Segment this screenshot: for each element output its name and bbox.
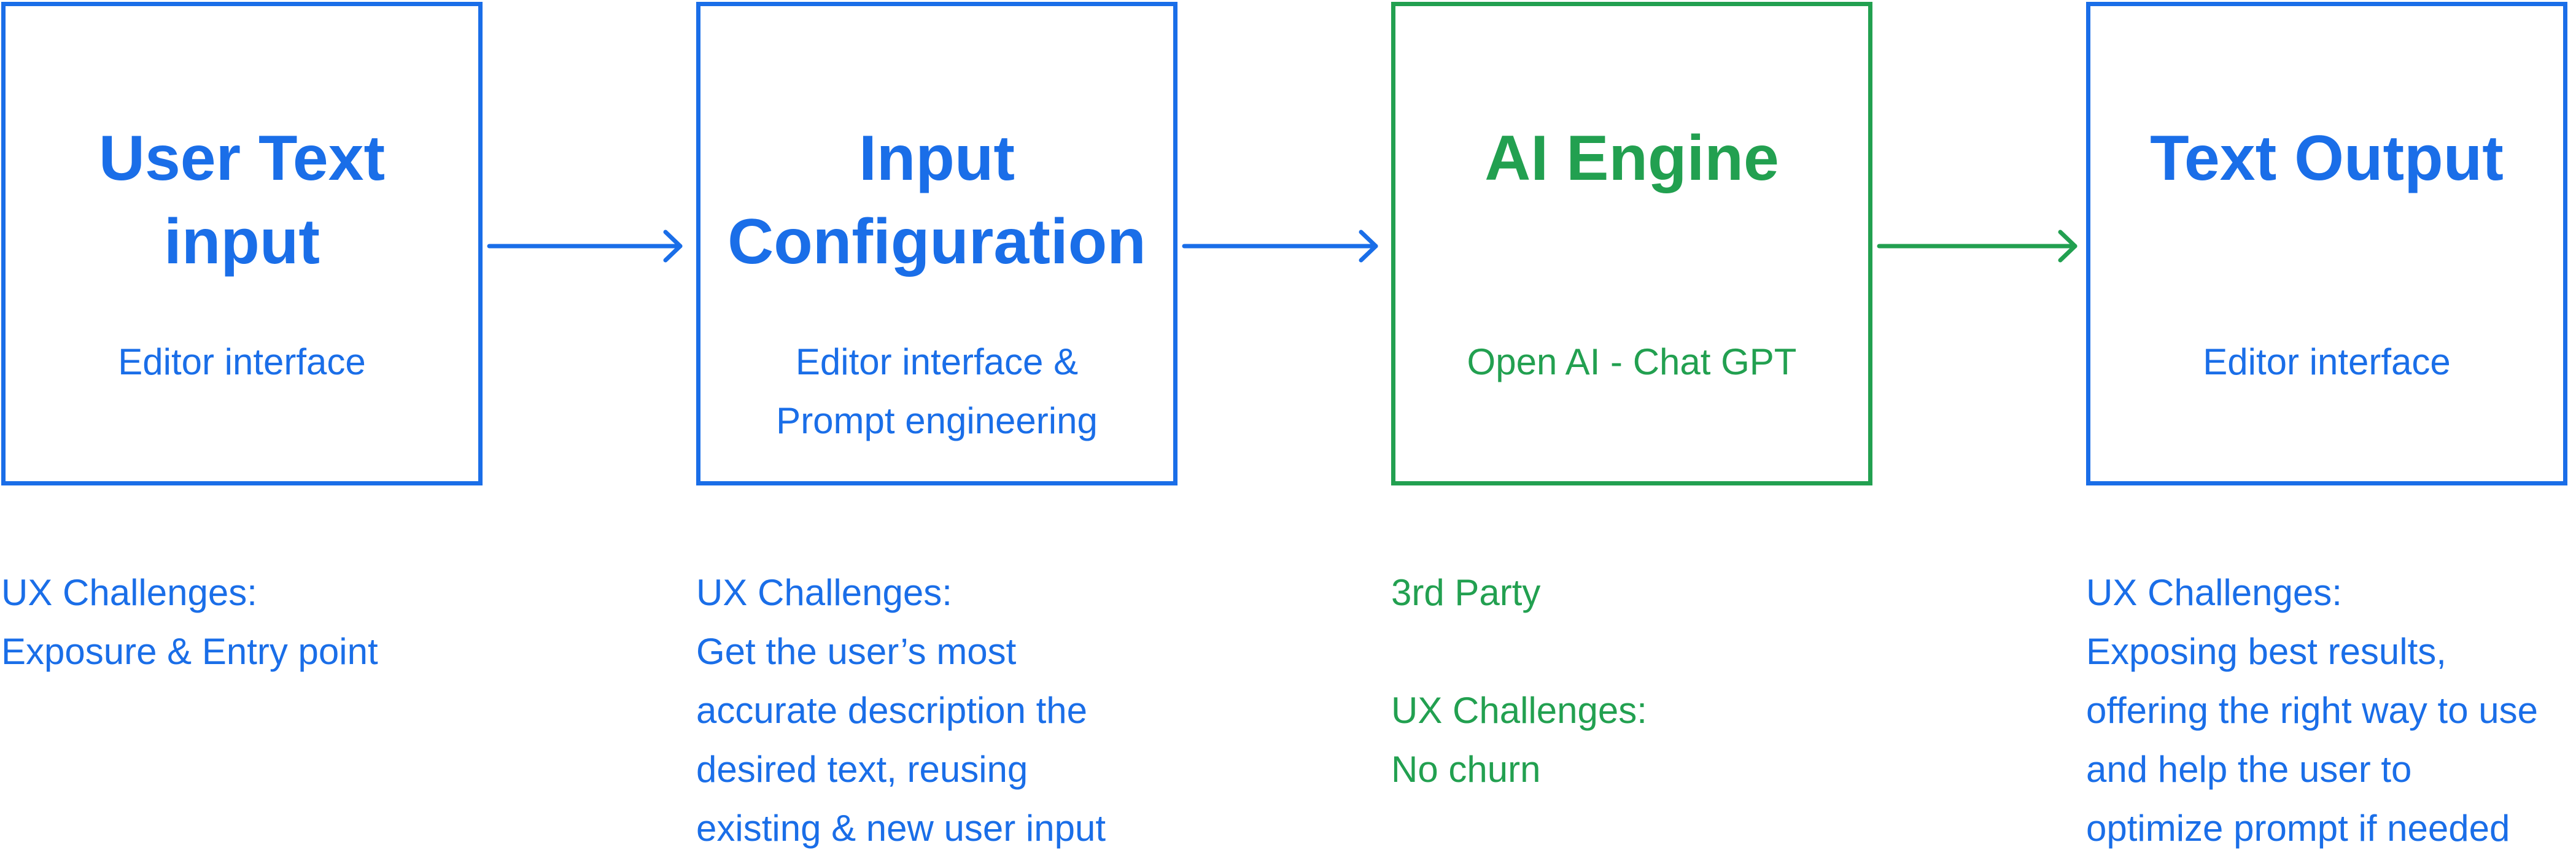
step-title: Text Output [2150, 123, 2504, 194]
step-title: Input Configuration [727, 123, 1146, 277]
step-subtitle: Editor interface [2203, 341, 2451, 382]
step-subtitle: Editor interface & Prompt engineering [776, 341, 1098, 441]
step-title: AI Engine [1484, 123, 1779, 194]
step-subtitle: Editor interface [118, 341, 366, 382]
arrow-2 [1182, 230, 1378, 263]
step-note-user-text-input: UX Challenges: Exposure & Entry point [1, 572, 378, 672]
step-note-ai-engine: 3rd Party UX Challenges: No churn [1391, 572, 1647, 790]
step-box-ai-engine: AI Engine Open AI - Chat GPT [1391, 2, 1872, 485]
arrow-1 [487, 230, 683, 263]
step-box-text-output: Text Output Editor interface [2086, 2, 2567, 485]
step-title: User Text input [98, 123, 386, 277]
step-box-user-text-input: User Text input Editor interface [1, 2, 483, 485]
step-note-text-output: UX Challenges: Exposing best results, of… [2086, 572, 2538, 849]
step-box-input-configuration: Input Configuration Editor interface & P… [696, 2, 1177, 485]
step-subtitle: Open AI - Chat GPT [1467, 341, 1797, 382]
arrow-3 [1877, 230, 2077, 263]
step-note-input-configuration: UX Challenges: Get the user’s most accur… [696, 572, 1106, 849]
